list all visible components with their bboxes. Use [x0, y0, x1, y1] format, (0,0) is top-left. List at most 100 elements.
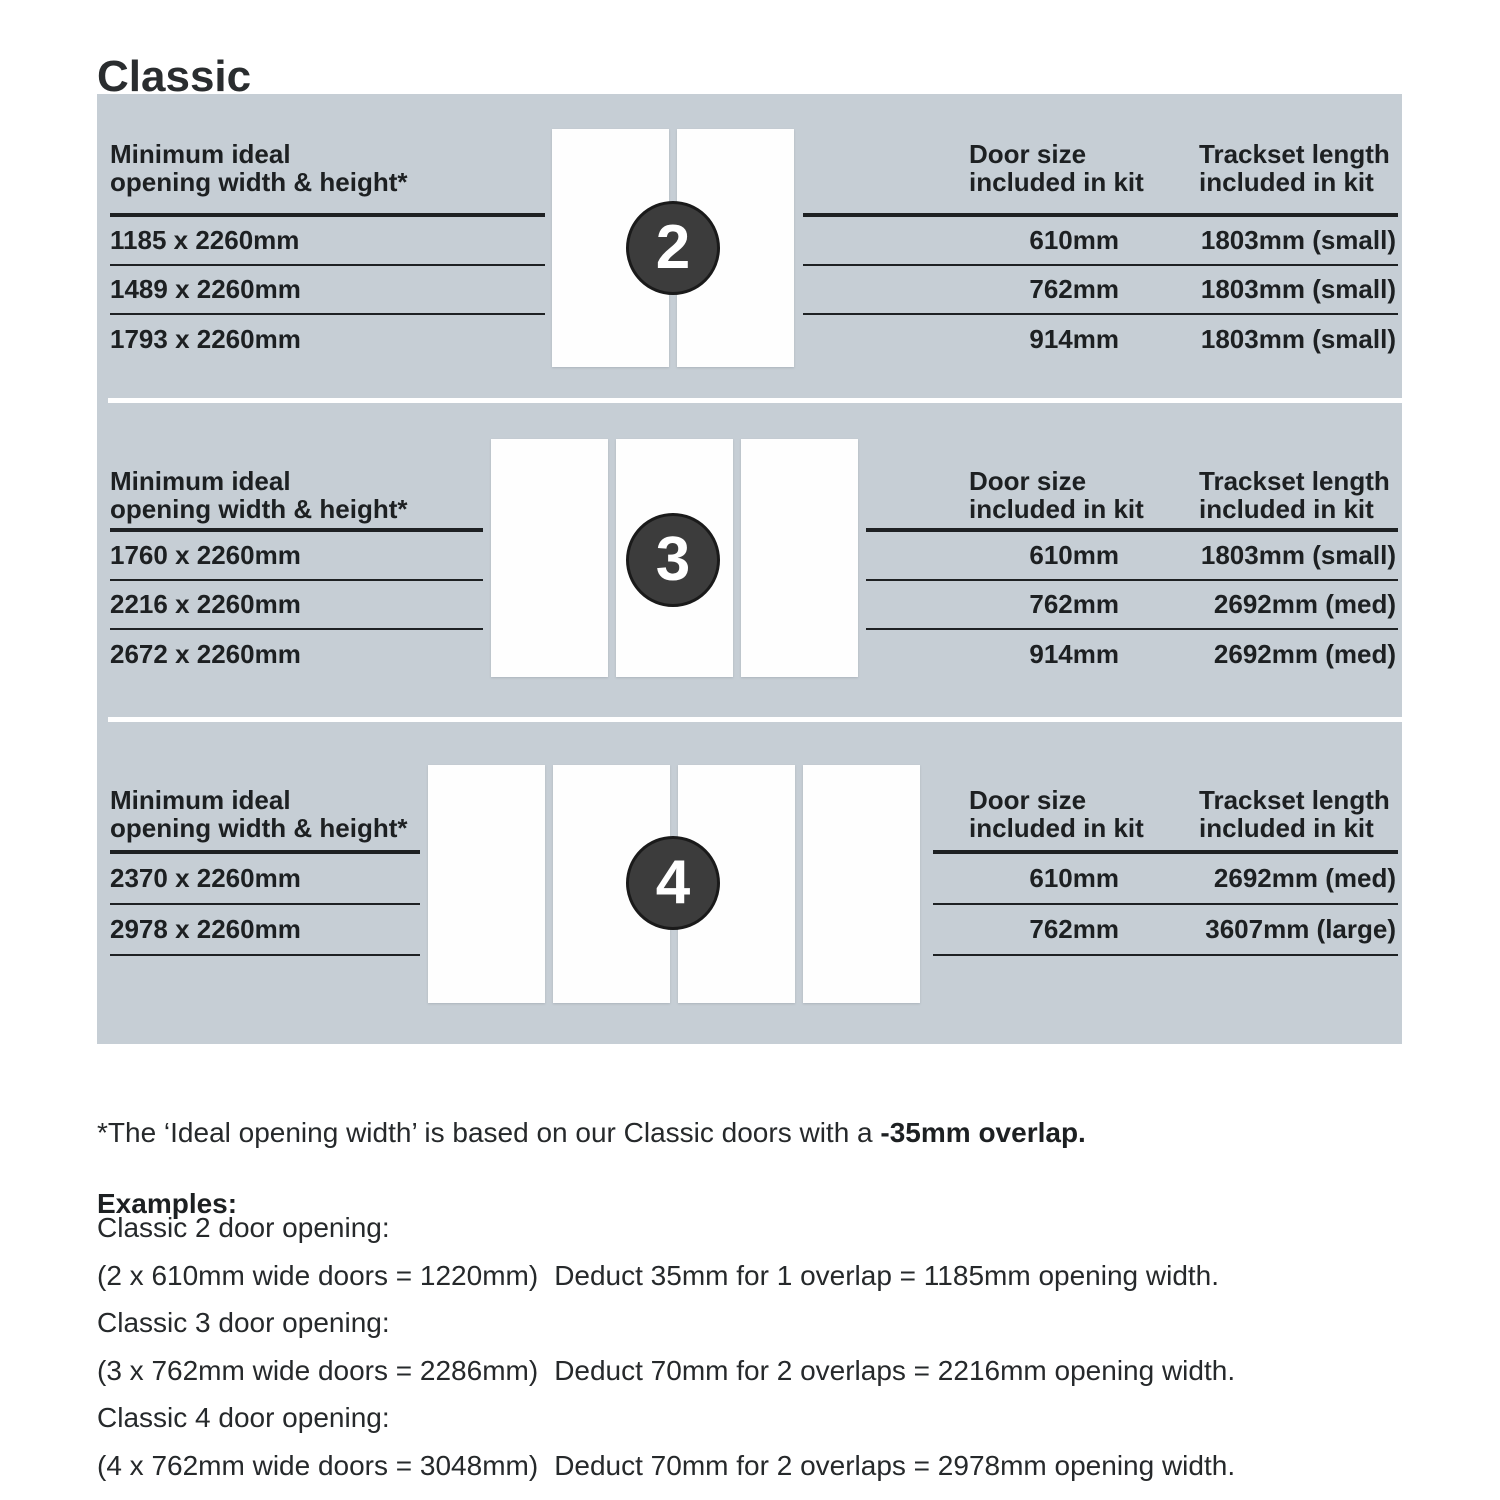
opening-row: 2672 x 2260mm [110, 630, 483, 679]
opening-size-value: 2216 x 2260mm [110, 589, 301, 619]
trackset-header-line2: included in kit [1199, 167, 1374, 197]
door-size-value: 610mm [1029, 540, 1119, 570]
footnote-text: *The ‘Ideal opening width’ is based on o… [97, 1117, 881, 1148]
door-size-value: 610mm [1029, 225, 1119, 255]
examples-list: Classic 2 door opening: (2 x 610mm wide d… [97, 1204, 1235, 1489]
kit-table-header-rule [933, 850, 1398, 854]
kit-table-header-rule [866, 528, 1398, 532]
opening-row: 1760 x 2260mm [110, 532, 483, 581]
trackset-header-line2: included in kit [1199, 494, 1374, 524]
example-calc: (4 x 762mm wide doors = 3048mm) [97, 1449, 539, 1481]
door-size-value: 762mm [1029, 914, 1119, 944]
opening-size-value: 1489 x 2260mm [110, 274, 301, 304]
door-size-header-line1: Door size [969, 139, 1087, 169]
opening-size-value: 1760 x 2260mm [110, 540, 301, 570]
kit-row: 914mm 2692mm (med) [866, 630, 1398, 679]
example-label: Classic 3 door opening: [97, 1307, 390, 1338]
trackset-length-value: 2692mm (med) [1213, 589, 1396, 619]
opening-row: 1489 x 2260mm [110, 266, 545, 315]
opening-size-value: 1793 x 2260mm [110, 324, 301, 354]
door-panel [491, 439, 608, 677]
door-size-value: 914mm [1029, 324, 1119, 354]
example-calc-line: (3 x 762mm wide doors = 2286mm)Deduct 70… [97, 1347, 1235, 1395]
door-count-badge: 4 [626, 836, 720, 930]
example-label: Classic 2 door opening: [97, 1212, 390, 1243]
trackset-header-line1: Trackset length [1199, 785, 1390, 815]
opening-size-value: 2672 x 2260mm [110, 639, 301, 669]
door-size-value: 762mm [1029, 274, 1119, 304]
door-size-header-line2: included in kit [969, 494, 1144, 524]
example-result: Deduct 35mm for 1 overlap = 1185mm openi… [554, 1259, 1220, 1291]
kit-row: 762mm 2692mm (med) [866, 581, 1398, 630]
door-size-header-line1: Door size [969, 785, 1087, 815]
trackset-length-value: 1803mm (small) [1200, 274, 1396, 304]
opening-header-rule [110, 213, 545, 217]
opening-size-value: 2978 x 2260mm [110, 914, 301, 944]
kit-row: 762mm 3607mm (large) [933, 905, 1398, 956]
opening-size-value: 1185 x 2260mm [110, 225, 300, 255]
trackset-length-value: 2692mm (med) [1213, 639, 1396, 669]
opening-header-line2: opening width & height* [110, 494, 408, 524]
door-size-header-line2: included in kit [969, 813, 1144, 843]
footnote: *The ‘Ideal opening width’ is based on o… [97, 1116, 1086, 1150]
opening-rows: 1760 x 2260mm 2216 x 2260mm 2672 x 2260mm [110, 532, 483, 679]
footnote-bold-text: -35mm overlap. [880, 1117, 1086, 1148]
opening-header-rule [110, 528, 483, 532]
opening-row: 2216 x 2260mm [110, 581, 483, 630]
door-panel [741, 439, 858, 677]
door-size-value: 914mm [1029, 639, 1119, 669]
opening-row: 2978 x 2260mm [110, 905, 420, 956]
opening-header-line2: opening width & height* [110, 813, 408, 843]
door-size-header-line2: included in kit [969, 167, 1144, 197]
door-count-badge: 2 [626, 201, 720, 295]
door-count-badge: 3 [626, 513, 720, 607]
trackset-header-line2: included in kit [1199, 813, 1374, 843]
section-divider-1 [108, 398, 1402, 403]
door-size-value: 762mm [1029, 589, 1119, 619]
door-panel [803, 765, 920, 1003]
trackset-header-line1: Trackset length [1199, 139, 1390, 169]
example-calc-line: (2 x 610mm wide doors = 1220mm)Deduct 35… [97, 1252, 1235, 1300]
kit-table-header-rule [803, 213, 1398, 217]
opening-header-line1: Minimum ideal [110, 785, 291, 815]
example-result: Deduct 70mm for 2 overlaps = 2216mm open… [554, 1354, 1236, 1386]
opening-rows: 1185 x 2260mm 1489 x 2260mm 1793 x 2260mm [110, 217, 545, 364]
opening-header-line1: Minimum ideal [110, 139, 291, 169]
trackset-header-line1: Trackset length [1199, 466, 1390, 496]
opening-row: 1185 x 2260mm [110, 217, 545, 266]
kit-row: 914mm 1803mm (small) [803, 315, 1398, 364]
trackset-length-value: 3607mm (large) [1205, 914, 1396, 944]
trackset-length-value: 1803mm (small) [1200, 324, 1396, 354]
opening-header-line1: Minimum ideal [110, 466, 291, 496]
kit-row: 762mm 1803mm (small) [803, 266, 1398, 315]
door-panel [428, 765, 545, 1003]
section-divider-2 [108, 717, 1402, 722]
kit-row: 610mm 1803mm (small) [866, 532, 1398, 581]
opening-header-line2: opening width & height* [110, 167, 408, 197]
example-calc-line: (4 x 762mm wide doors = 3048mm) Deduct 70… [97, 1442, 1235, 1490]
trackset-length-value: 1803mm (small) [1200, 540, 1396, 570]
example-result: Deduct 70mm for 2 overlaps = 2978mm open… [554, 1449, 1236, 1481]
examples-heading: Examples: [97, 1188, 238, 1219]
trackset-length-value: 2692mm (med) [1213, 863, 1396, 893]
door-size-header-line1: Door size [969, 466, 1087, 496]
example-label: Classic 4 door opening: [97, 1402, 390, 1433]
opening-row: 1793 x 2260mm [110, 315, 545, 364]
